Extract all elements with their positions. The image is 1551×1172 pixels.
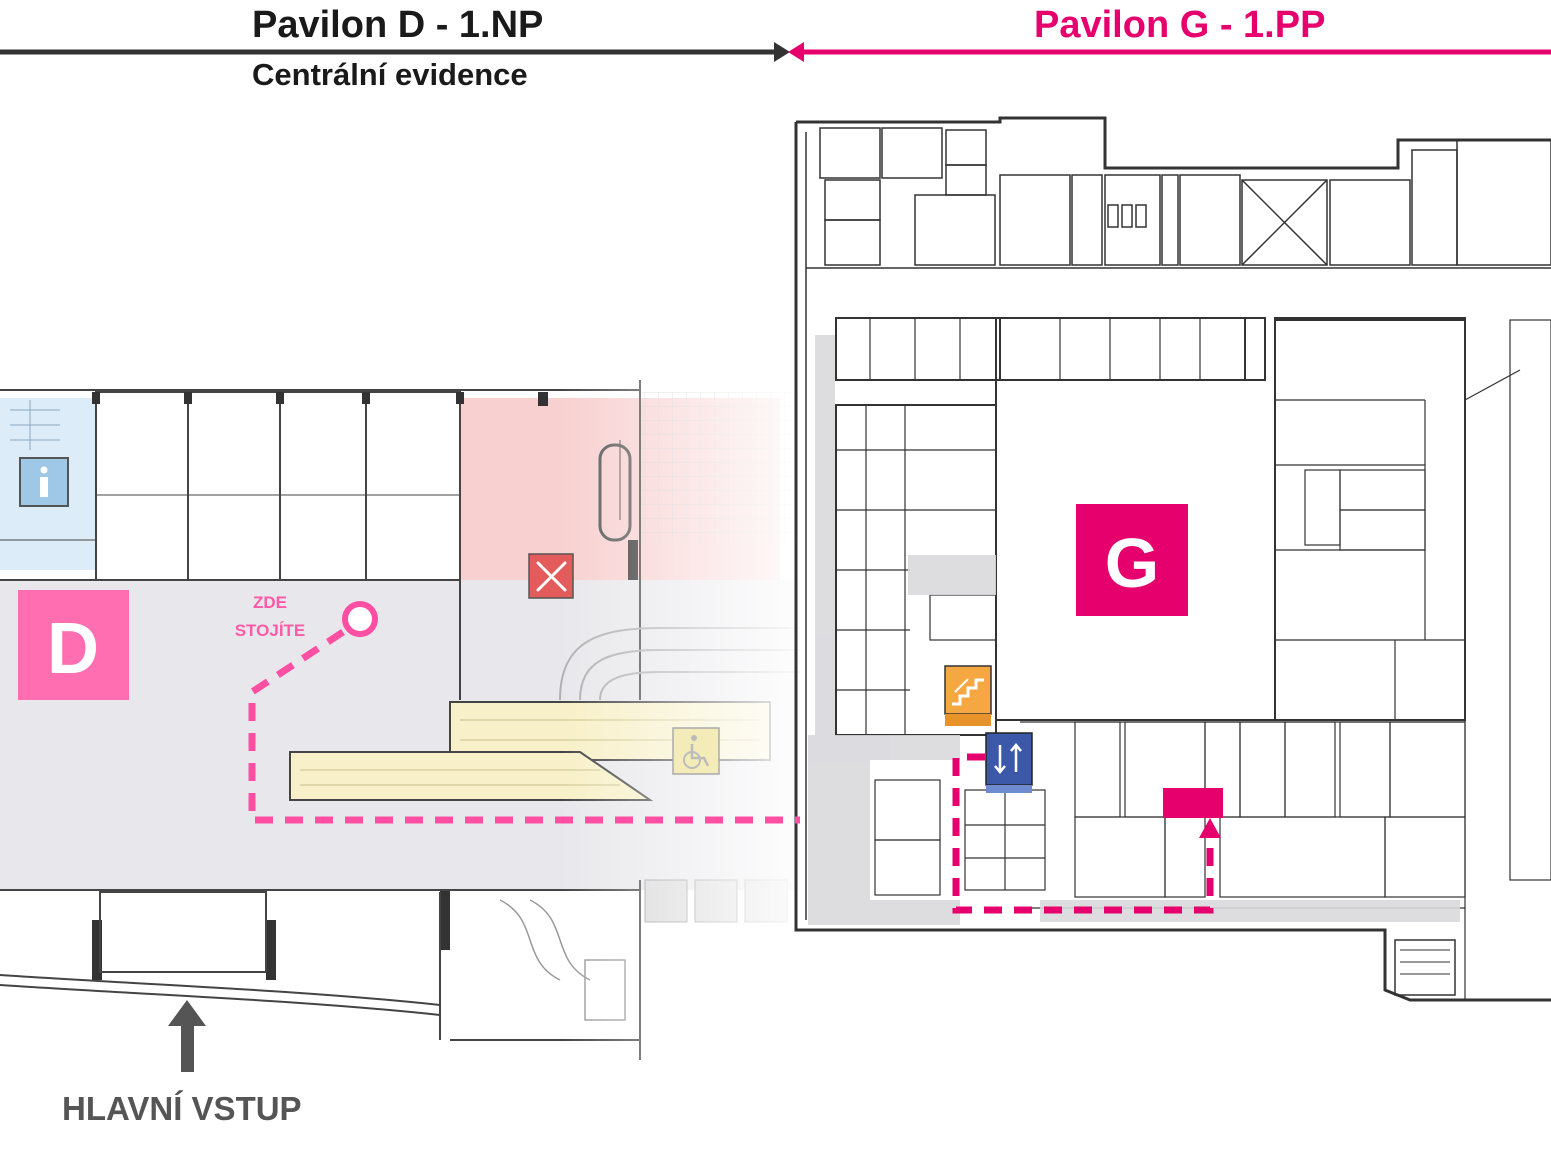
stairs-icon: [944, 665, 992, 726]
elevator-icon: [985, 732, 1033, 793]
you-are-here-label-line1: ZDE: [253, 593, 287, 612]
restaurant-icon: [528, 553, 574, 599]
pavilion-g-title: Pavilon G - 1.PP: [1034, 4, 1326, 46]
pavilion-g-letter: G: [1105, 524, 1159, 602]
info-icon: [19, 457, 69, 507]
entrance-arrow-icon: [168, 1000, 206, 1072]
pavilion-d-subtitle: Centrální evidence: [252, 57, 528, 92]
pavilion-d-letter: D: [47, 609, 99, 689]
you-are-here-label-line2: STOJÍTE: [235, 621, 306, 640]
pavilion-d-badge: D: [18, 590, 129, 700]
pavilion-d-title: Pavilon D - 1.NP: [252, 4, 544, 46]
right-header-arrow: [788, 42, 1551, 62]
main-entrance-label: HLAVNÍ VSTUP: [62, 1090, 302, 1127]
you-are-here-marker: [342, 601, 378, 637]
route-pavilion-g: [952, 753, 1221, 914]
wheelchair-icon: [672, 727, 720, 775]
pavilion-g-badge: G: [1076, 504, 1188, 616]
destination-marker-icon: [1163, 788, 1223, 818]
route-pavilion-d: [248, 601, 800, 824]
left-header-arrow: [0, 42, 790, 62]
pavilion-g-corridors: [808, 335, 1460, 925]
